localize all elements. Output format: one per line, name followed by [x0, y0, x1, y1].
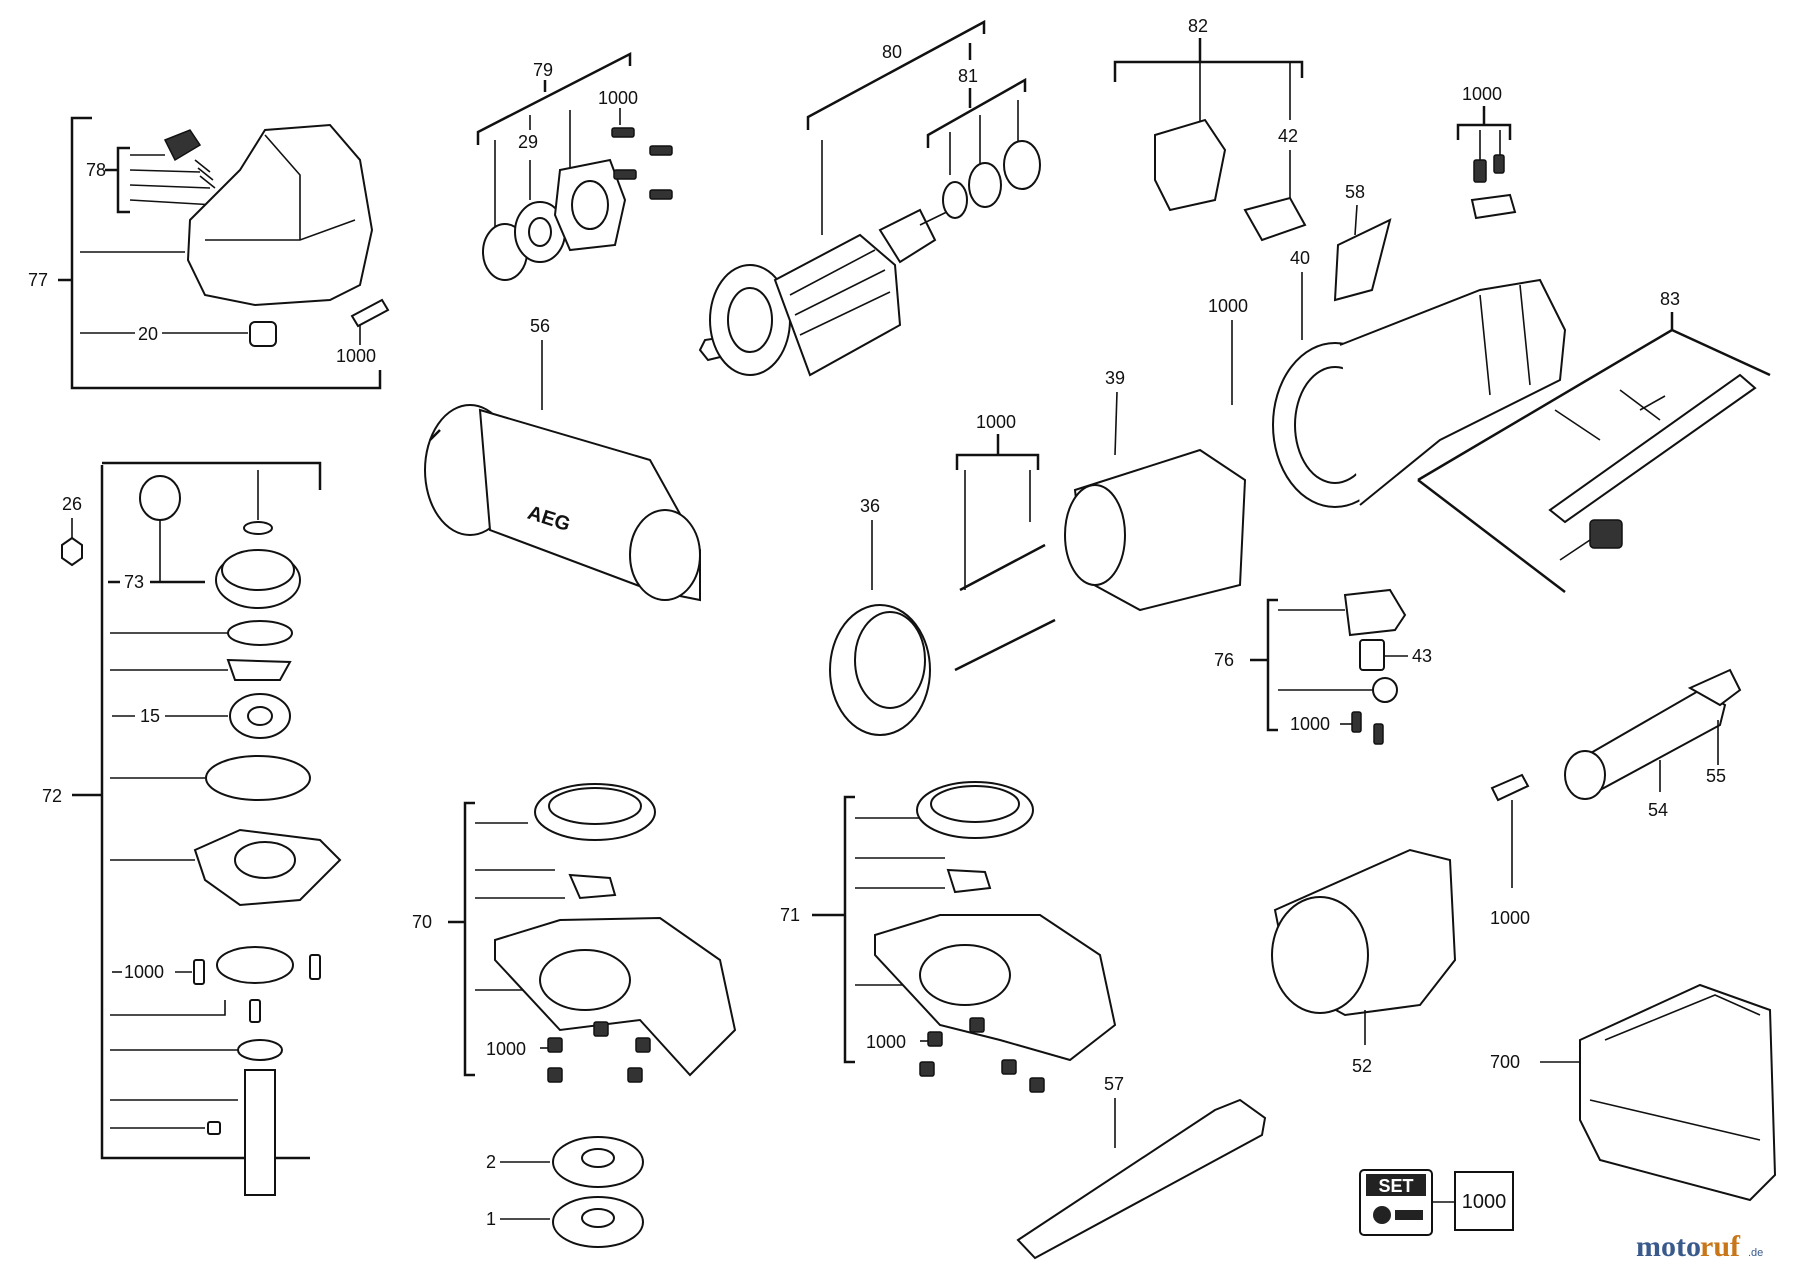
- label-1000-h: 1000: [1490, 908, 1530, 928]
- part-1000-clip: [1470, 193, 1517, 220]
- set-part-box: [1454, 1171, 1514, 1231]
- part-83-slider: [1548, 373, 1757, 524]
- part-81-bearing-2: [1003, 140, 1041, 190]
- label-78: 78: [86, 160, 106, 180]
- part-81-bearing: [968, 162, 1002, 208]
- label-83: 83: [1660, 289, 1680, 309]
- label-2: 2: [486, 1152, 496, 1172]
- label-1000-d: 1000: [1208, 296, 1248, 316]
- group-72-gearbox: 26 72 73 15 1000: [42, 461, 342, 1196]
- watermark-suffix: .de: [1748, 1247, 1763, 1259]
- screw-1000-h: [1490, 773, 1530, 802]
- label-71: 71: [780, 905, 800, 925]
- label-52: 52: [1352, 1056, 1372, 1076]
- label-70: 70: [412, 912, 432, 932]
- gear-housing-part: [186, 123, 374, 307]
- nut-icon: [1373, 1206, 1391, 1224]
- label-56: 56: [530, 316, 550, 336]
- group-52-housing: 52: [1271, 848, 1457, 1076]
- group-79-bearing-flange: 79 29 1000: [476, 51, 673, 281]
- group-76-brush-holder: 76 43 1000: [1214, 588, 1432, 745]
- label-57: 57: [1104, 1074, 1124, 1094]
- part-o-ring-72: [205, 755, 311, 801]
- label-42: 42: [1278, 126, 1298, 146]
- group-70-wheel-guard: 70 1000: [412, 783, 737, 1083]
- watermark-main: moto: [1636, 1230, 1701, 1263]
- label-1000-c: 1000: [1462, 84, 1502, 104]
- label-73: 73: [124, 572, 144, 592]
- group-82-switch: 82 42 58 1000: [1113, 16, 1517, 302]
- label-40: 40: [1290, 248, 1310, 268]
- part-58-plate: [1333, 218, 1392, 302]
- watermark: moto ruf .de: [1636, 1230, 1763, 1263]
- label-76: 76: [1214, 650, 1234, 670]
- label-1000-a: 1000: [336, 346, 376, 366]
- part-43-brush: [1359, 639, 1385, 671]
- label-26: 26: [62, 494, 82, 514]
- part-57-spanner: [1016, 1098, 1267, 1260]
- label-1000-e: 1000: [976, 412, 1016, 432]
- label-15: 15: [140, 706, 160, 726]
- label-20: 20: [138, 324, 158, 344]
- label-1000-i: 1000: [486, 1039, 526, 1059]
- armature-core: [773, 233, 902, 377]
- group-700-case: 700: [1490, 983, 1777, 1202]
- label-1000-f: 1000: [124, 962, 164, 982]
- label-79: 79: [533, 60, 553, 80]
- part-spindle: [244, 1069, 276, 1196]
- set-part-number: 1000: [1462, 1191, 1507, 1213]
- part-20-bushing: [249, 321, 277, 347]
- part-700-case: [1579, 983, 1777, 1202]
- label-1000-b: 1000: [598, 88, 638, 108]
- part-42-capacitor: [1243, 196, 1307, 242]
- part-55-cable: [1687, 668, 1742, 707]
- label-80: 80: [882, 42, 902, 62]
- group-40-motor-housing: 40 1000: [1208, 248, 1567, 508]
- group-flange-nuts: 2 1: [486, 1136, 644, 1248]
- screw-1000-a: [350, 298, 390, 328]
- label-1000-g: 1000: [1290, 714, 1330, 734]
- group-56-side-handle: 56 AEG: [424, 316, 701, 602]
- label-54: 54: [1648, 800, 1668, 820]
- set-badge-text: SET: [1378, 1176, 1413, 1196]
- label-700: 700: [1490, 1052, 1520, 1072]
- part-82-switch-block: [1154, 118, 1227, 212]
- group-77-gear-housing: 77 78 20 1000: [28, 116, 390, 390]
- group-57-spanner: 57: [1016, 1074, 1267, 1260]
- part-81-washer: [942, 181, 968, 219]
- label-1: 1: [486, 1209, 496, 1229]
- label-77: 77: [28, 270, 48, 290]
- set-badge-group: SET 1000: [1359, 1169, 1514, 1236]
- group-71-wheel-guard: 71 1000: [780, 781, 1117, 1093]
- group-54-55-cable: 55 54 1000: [1490, 668, 1742, 928]
- label-1000-j: 1000: [866, 1032, 906, 1052]
- label-55: 55: [1706, 766, 1726, 786]
- label-72: 72: [42, 786, 62, 806]
- label-81: 81: [958, 66, 978, 86]
- label-36: 36: [860, 496, 880, 516]
- part-76-holder: [1343, 588, 1407, 637]
- group-83-slide-switch: 83: [1417, 289, 1771, 593]
- label-43: 43: [1412, 646, 1432, 666]
- armature-commutator: [878, 208, 937, 264]
- part-bushing: [139, 475, 181, 521]
- motor-housing-body: [1339, 278, 1567, 506]
- group-80-armature: 80 81: [698, 19, 1041, 377]
- watermark-accent: ruf: [1700, 1230, 1741, 1263]
- label-82: 82: [1188, 16, 1208, 36]
- label-58: 58: [1345, 182, 1365, 202]
- screw-icon: [1395, 1210, 1423, 1220]
- group-39-stator: 39 1000 36: [829, 368, 1247, 736]
- part-26-nut: [61, 536, 83, 567]
- label-39: 39: [1105, 368, 1125, 388]
- label-29: 29: [518, 132, 538, 152]
